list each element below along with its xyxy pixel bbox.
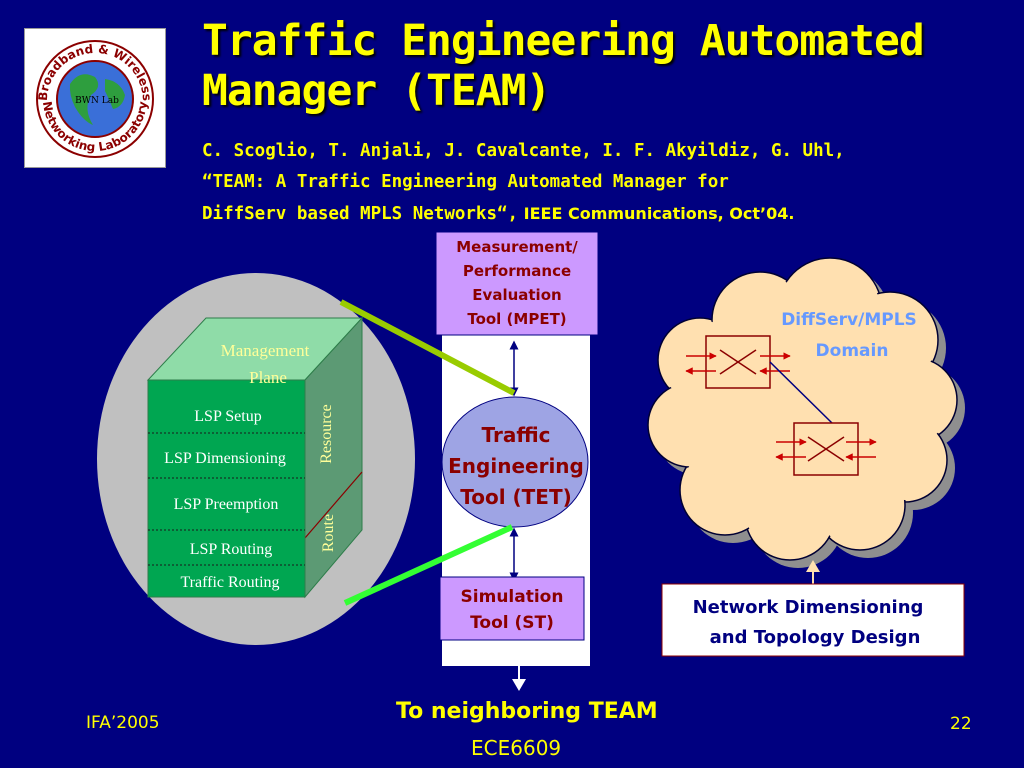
tet-label-3: Tool (TET) xyxy=(460,485,572,509)
st-box xyxy=(439,576,585,641)
citation-line-3: DiffServ based MPLS Networks“, IEEE Comm… xyxy=(202,198,1002,230)
citation-venue: IEEE Communications, Oct’04. xyxy=(518,204,795,223)
title-line-1: Traffic Engineering Automated xyxy=(202,16,925,66)
plane-label-line-1: Management xyxy=(221,341,310,360)
management-plane-front-face xyxy=(147,379,306,598)
mpet-label-2: Performance xyxy=(463,262,571,280)
citation-title-end: DiffServ based MPLS Networks“, xyxy=(202,204,519,224)
cloud-label-line-2: Domain xyxy=(816,341,889,361)
tet-ellipse xyxy=(441,396,589,528)
layer-lsp-preemption: LSP Preemption xyxy=(174,496,279,513)
design-label-line-2: and Topology Design xyxy=(710,627,921,648)
logo-center-text: BWN Lab xyxy=(75,96,119,106)
st-label-2: Tool (ST) xyxy=(470,613,554,633)
router-icon xyxy=(775,422,877,476)
neighbor-arrow-head xyxy=(512,679,526,691)
footer-course: ECE6609 xyxy=(471,736,562,760)
side-face-divider xyxy=(304,471,363,539)
design-arrow-head xyxy=(806,560,820,572)
router-link xyxy=(769,361,833,424)
cloud-label-line-1: DiffServ/MPLS xyxy=(781,310,917,330)
side-label-resource: Resource xyxy=(318,404,335,464)
tet-label-1: Traffic xyxy=(482,423,551,447)
plane-label-line-2: Plane xyxy=(249,368,287,387)
mpet-label-1: Measurement/ xyxy=(456,238,578,256)
tet-label-2: Engineering xyxy=(448,454,584,478)
layer-traffic-routing: Traffic Routing xyxy=(180,574,279,591)
network-design-box xyxy=(661,583,965,657)
page-number: 22 xyxy=(950,714,972,734)
mpet-label-4: Tool (MPET) xyxy=(467,310,566,328)
citation: C. Scoglio, T. Anjali, J. Cavalcante, I.… xyxy=(202,136,1002,230)
layer-lsp-dimensioning: LSP Dimensioning xyxy=(164,450,286,467)
router-icon xyxy=(685,335,791,389)
citation-authors: C. Scoglio, T. Anjali, J. Cavalcante, I.… xyxy=(202,141,845,161)
slide-title: Traffic Engineering Automated Manager (T… xyxy=(202,16,1002,116)
connector-to-st xyxy=(343,524,514,606)
footer-conference: IFA’2005 xyxy=(86,713,160,733)
neighbor-team-label: To neighboring TEAM xyxy=(396,699,658,724)
logo-graphic: Broadband & Wireless Networking Laborato… xyxy=(36,40,154,158)
st-label-1: Simulation xyxy=(461,587,564,607)
layer-lsp-setup: LSP Setup xyxy=(194,408,261,425)
design-label-line-1: Network Dimensioning xyxy=(693,597,924,618)
title-line-2: Manager (TEAM) xyxy=(202,66,551,116)
mpet-label-3: Evaluation xyxy=(472,286,561,304)
layer-lsp-routing: LSP Routing xyxy=(190,541,273,558)
connector-to-mpet xyxy=(339,299,516,396)
bwn-lab-logo: Broadband & Wireless Networking Laborato… xyxy=(24,28,166,168)
mpet-box xyxy=(435,231,599,336)
side-label-route: Route xyxy=(320,514,337,552)
citation-title: “TEAM: A Traffic Engineering Automated M… xyxy=(202,172,729,192)
